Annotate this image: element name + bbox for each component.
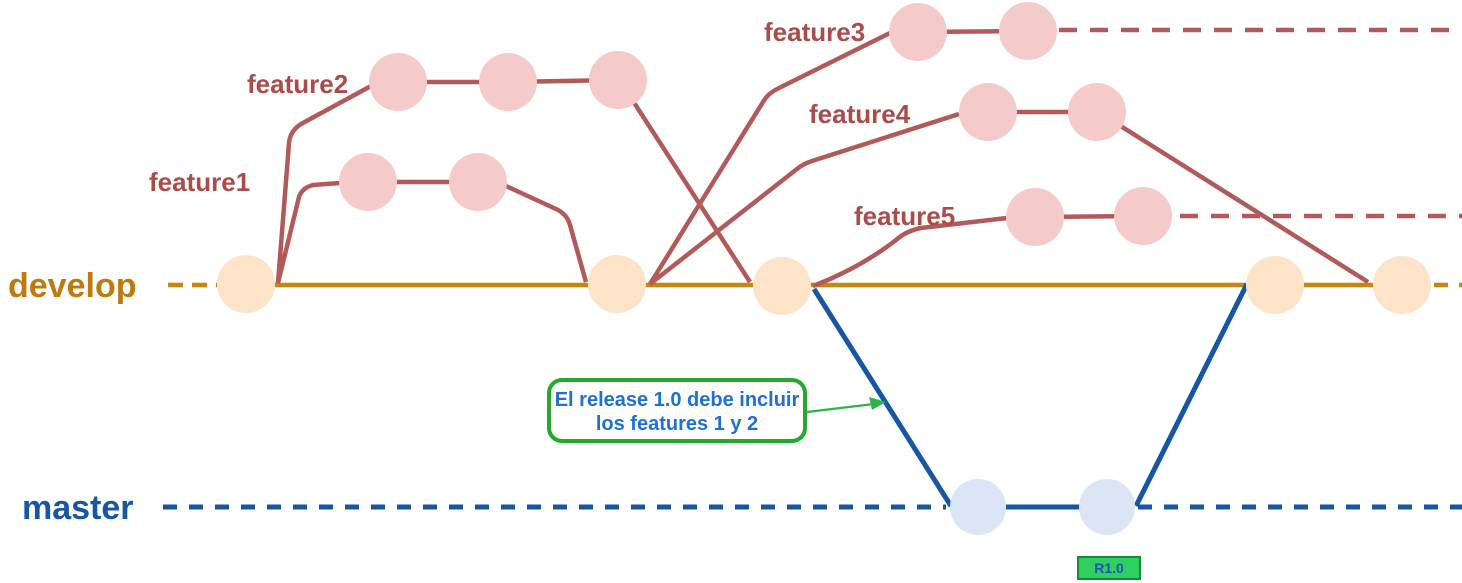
release-tag-label: R1.0: [1094, 560, 1124, 576]
release-merge-back-line: [1133, 282, 1250, 508]
master-label: master: [22, 489, 134, 527]
develop-commit-2: [588, 255, 646, 313]
release-tag-box: [1077, 556, 1141, 580]
feature5-branch: feature5: [812, 187, 1462, 289]
feature4-label: feature4: [809, 99, 911, 129]
feature2-branch: feature2: [247, 51, 752, 284]
callout-arrow-head-icon: [869, 397, 886, 410]
develop-commit-4: [1246, 256, 1304, 314]
feature1-branch-off-line: [275, 180, 341, 284]
feature3-commit-1: [889, 3, 947, 61]
feature3-label: feature3: [764, 17, 865, 47]
release-branch-off-line: [811, 287, 954, 508]
feature1-label: feature1: [149, 167, 250, 197]
callout: El release 1.0 debe incluir los features…: [547, 378, 886, 443]
feature5-commit-1: [1006, 188, 1064, 246]
feature3-branch-off-line: [648, 30, 891, 286]
feature4-commit-2: [1068, 83, 1126, 141]
master-commit-2: [1079, 479, 1135, 535]
feature1-branch: feature1: [149, 153, 589, 284]
callout-text-line2: los features 1 y 2: [596, 413, 758, 435]
feature5-commit-2: [1114, 187, 1172, 245]
feature2-label: feature2: [247, 69, 348, 99]
release-tag: R1.0: [1077, 556, 1141, 580]
master-commits: master: [22, 479, 1135, 535]
feature4-merge-line: [1098, 111, 1370, 284]
feature3-commit-2: [999, 2, 1057, 60]
release-branch: [811, 282, 1250, 508]
feature2-branch-off-line: [275, 84, 373, 284]
feature1-commit-2: [449, 153, 507, 211]
master-commit-1: [950, 479, 1006, 535]
feature2-commit-1: [369, 53, 427, 111]
develop-commit-1: [217, 255, 275, 313]
feature5-branch-off-line: [812, 215, 1008, 289]
feature4-branch-off-line: [648, 111, 960, 286]
callout-arrow-line: [806, 402, 875, 414]
feature5-label: feature5: [854, 201, 955, 231]
feature2-commit-3: [589, 51, 647, 109]
feature2-commit-2: [479, 53, 537, 111]
feature1-merge-line: [505, 183, 589, 283]
callout-box: [547, 378, 807, 443]
feature4-commit-1: [959, 83, 1017, 141]
develop-commit-3: [753, 257, 811, 315]
develop-commit-5: [1373, 256, 1431, 314]
develop-label: develop: [8, 267, 136, 305]
feature4-branch: feature4: [648, 83, 1370, 286]
feature2-merge-line: [620, 82, 752, 284]
feature3-branch: feature3: [648, 2, 1462, 286]
callout-text-line1: El release 1.0 debe incluir: [555, 389, 800, 411]
feature1-commit-1: [339, 153, 397, 211]
develop-commits: develop: [8, 255, 1431, 315]
